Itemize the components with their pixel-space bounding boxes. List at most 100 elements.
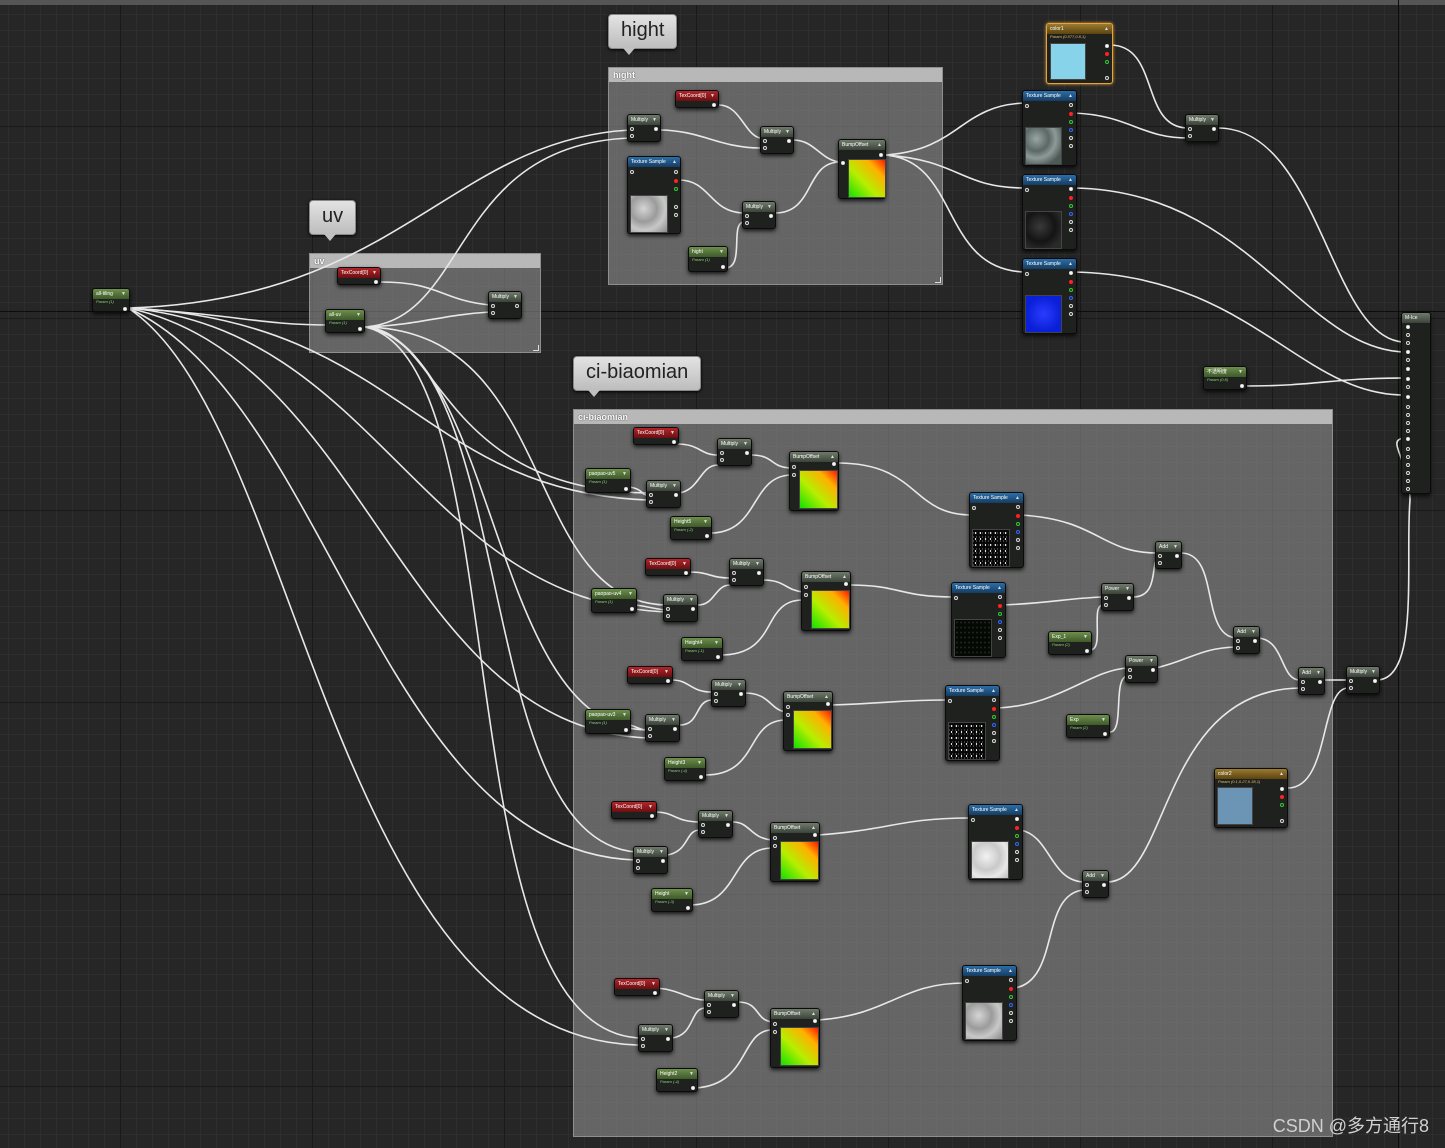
node-texture-sample[interactable]: Texture Sample▲ bbox=[951, 582, 1006, 658]
output-pin-g[interactable] bbox=[1069, 288, 1073, 292]
output-pin[interactable] bbox=[672, 440, 676, 444]
node-exp-param[interactable]: Exp▼ Param (2) bbox=[1066, 714, 1110, 738]
output-pin[interactable] bbox=[686, 906, 690, 910]
input-pin-uvs[interactable] bbox=[965, 979, 969, 983]
output-pin[interactable] bbox=[1102, 883, 1106, 887]
collapse-arrow-icon[interactable]: ▼ bbox=[672, 483, 677, 489]
output-pin-b[interactable] bbox=[1069, 128, 1073, 132]
output-pin[interactable] bbox=[1103, 732, 1107, 736]
output-pin-rgb[interactable] bbox=[1069, 271, 1073, 275]
output-pin-b[interactable] bbox=[1016, 530, 1020, 534]
output-pin-rgba[interactable] bbox=[992, 739, 996, 743]
collapse-arrow-icon[interactable]: ▼ bbox=[652, 117, 657, 123]
input-pin-a[interactable] bbox=[630, 127, 634, 131]
output-pin-g[interactable] bbox=[1069, 120, 1073, 124]
collapse-arrow-icon[interactable]: ▼ bbox=[1316, 670, 1321, 676]
output-pin-a[interactable] bbox=[1069, 220, 1073, 224]
output-pin[interactable] bbox=[1253, 639, 1257, 643]
collapse-arrow-icon[interactable]: ▲ bbox=[991, 688, 996, 694]
output-pin-rgba[interactable] bbox=[674, 213, 678, 217]
node-texture-sample[interactable]: Texture Sample▲ bbox=[969, 492, 1024, 568]
output-pin[interactable] bbox=[661, 859, 665, 863]
output-pin[interactable] bbox=[826, 702, 830, 706]
input-pin-specular[interactable] bbox=[1406, 341, 1410, 345]
output-pin-g[interactable] bbox=[1016, 522, 1020, 526]
collapse-arrow-icon[interactable]: ▼ bbox=[622, 712, 627, 718]
output-pin[interactable] bbox=[691, 1086, 695, 1090]
output-pin-a[interactable] bbox=[1069, 136, 1073, 140]
output-pin-r[interactable] bbox=[1280, 795, 1284, 799]
input-pin-a[interactable] bbox=[636, 859, 640, 863]
node-add[interactable]: Add▼ bbox=[1298, 667, 1325, 695]
input-pin-coordinate[interactable] bbox=[773, 1022, 777, 1026]
node-power[interactable]: Power▼ bbox=[1125, 655, 1158, 683]
input-pin-metallic[interactable] bbox=[1406, 333, 1410, 337]
collapse-arrow-icon[interactable]: ▼ bbox=[664, 669, 669, 675]
output-pin-b[interactable] bbox=[1069, 296, 1073, 300]
comment-title-hight[interactable]: hight bbox=[609, 68, 942, 82]
input-pin-height[interactable] bbox=[804, 593, 808, 597]
collapse-arrow-icon[interactable]: ▼ bbox=[743, 441, 748, 447]
input-pin-uvs[interactable] bbox=[971, 818, 975, 822]
collapse-arrow-icon[interactable]: ▼ bbox=[1083, 634, 1088, 640]
collapse-arrow-icon[interactable]: ▼ bbox=[1238, 369, 1243, 375]
node-multiply[interactable]: Multiply▼ bbox=[633, 846, 668, 874]
node-texture-sample[interactable]: Texture Sample▲ bbox=[1022, 90, 1077, 166]
output-pin[interactable] bbox=[813, 833, 817, 837]
node-texcoord[interactable]: TexCoord[0]▼ bbox=[611, 801, 657, 819]
output-pin-rgba[interactable] bbox=[1009, 1019, 1013, 1023]
collapse-arrow-icon[interactable]: ▼ bbox=[730, 993, 735, 999]
collapse-arrow-icon[interactable]: ▲ bbox=[811, 1011, 816, 1017]
output-pin-rgb[interactable] bbox=[1015, 817, 1019, 821]
node-color1[interactable]: color1▲ Param (0.577,0.8,1) bbox=[1046, 23, 1113, 84]
node-texture-sample[interactable]: Texture Sample▲ bbox=[968, 804, 1023, 880]
output-pin-rgb[interactable] bbox=[1105, 44, 1109, 48]
output-pin[interactable] bbox=[515, 304, 519, 308]
input-pin-a[interactable] bbox=[714, 692, 718, 696]
node-texture-sample[interactable]: Texture Sample▲ bbox=[1022, 258, 1077, 334]
input-pin-tangent[interactable] bbox=[1406, 405, 1410, 409]
collapse-arrow-icon[interactable]: ▲ bbox=[811, 825, 816, 831]
output-pin[interactable] bbox=[705, 534, 709, 538]
input-pin-uvs[interactable] bbox=[1025, 104, 1029, 108]
collapse-arrow-icon[interactable]: ▼ bbox=[703, 519, 708, 525]
output-pin[interactable] bbox=[1175, 554, 1179, 558]
output-pin[interactable] bbox=[624, 728, 628, 732]
input-pin-custom2[interactable] bbox=[1406, 479, 1410, 483]
output-pin[interactable] bbox=[844, 582, 848, 586]
output-pin-rgba[interactable] bbox=[1069, 228, 1073, 232]
collapse-arrow-icon[interactable]: ▼ bbox=[664, 1027, 669, 1033]
node-power[interactable]: Power▼ bbox=[1101, 583, 1134, 611]
output-pin[interactable] bbox=[691, 607, 695, 611]
node-multiply[interactable]: Multiply▼ bbox=[760, 126, 794, 154]
collapse-arrow-icon[interactable]: ▼ bbox=[622, 471, 627, 477]
input-pin-b[interactable] bbox=[714, 699, 718, 703]
output-pin-a[interactable] bbox=[1015, 850, 1019, 854]
input-pin-coordinate[interactable] bbox=[841, 161, 845, 165]
node-paopao-uv5[interactable]: paopao-uv5▼ Param (1) bbox=[585, 468, 631, 493]
output-pin[interactable] bbox=[712, 103, 716, 107]
collapse-arrow-icon[interactable]: ▲ bbox=[1015, 495, 1020, 501]
input-pin-anisotropy[interactable] bbox=[1406, 358, 1410, 362]
node-texture-sample[interactable]: Texture Sample▲ bbox=[1022, 174, 1077, 250]
input-pin-custom0[interactable] bbox=[1406, 463, 1410, 467]
output-pin[interactable] bbox=[666, 1037, 670, 1041]
collapse-arrow-icon[interactable]: ▼ bbox=[1101, 717, 1106, 723]
output-pin[interactable] bbox=[650, 814, 654, 818]
collapse-arrow-icon[interactable]: ▼ bbox=[121, 291, 126, 297]
input-pin-b[interactable] bbox=[649, 500, 653, 504]
output-pin[interactable] bbox=[813, 1019, 817, 1023]
output-pin-rgb[interactable] bbox=[1069, 187, 1073, 191]
node-color2[interactable]: color2▲ Param (0.1,0.27,0.38,1) bbox=[1214, 768, 1288, 828]
node-texcoord[interactable]: TexCoord[0]▼ bbox=[337, 267, 381, 285]
node-height5-param[interactable]: Height5▼ Param (-2) bbox=[670, 516, 712, 540]
input-pin-opacity[interactable] bbox=[1406, 377, 1410, 381]
input-pin-normal[interactable] bbox=[1406, 395, 1410, 399]
collapse-arrow-icon[interactable]: ▲ bbox=[1014, 807, 1019, 813]
output-pin[interactable] bbox=[732, 1003, 736, 1007]
node-texture-sample[interactable]: Texture Sample▲ bbox=[627, 156, 681, 234]
collapse-arrow-icon[interactable]: ▼ bbox=[689, 1071, 694, 1077]
output-pin-r[interactable] bbox=[1016, 514, 1020, 518]
output-pin-rgb[interactable] bbox=[1016, 505, 1020, 509]
collapse-arrow-icon[interactable]: ▲ bbox=[1068, 261, 1073, 267]
